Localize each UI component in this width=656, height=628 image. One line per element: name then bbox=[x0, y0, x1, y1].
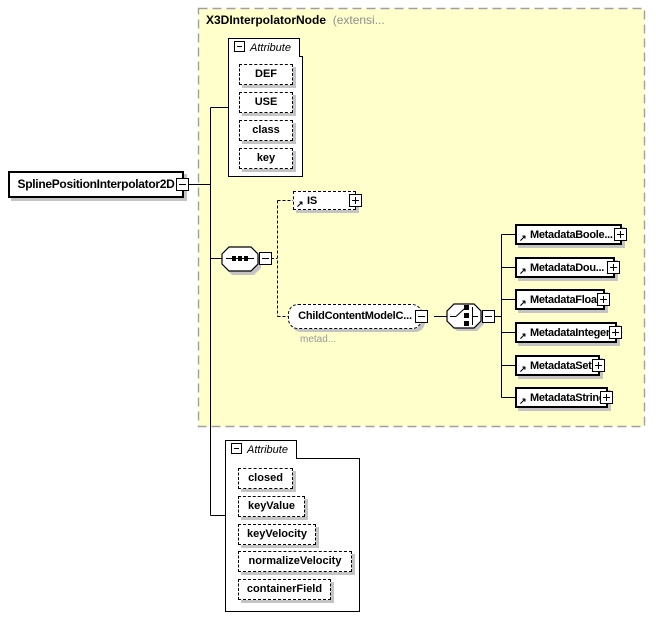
reference-arrow-icon: ↗ bbox=[519, 396, 527, 406]
attribute-label: keyValue bbox=[247, 500, 296, 512]
sequence-collapse-icon[interactable] bbox=[259, 252, 272, 265]
element-MetadataSet[interactable]: ↗ MetadataSet bbox=[515, 355, 605, 376]
element-label: IS bbox=[307, 194, 317, 207]
element-SplinePositionInterpolator2D[interactable]: SplinePositionInterpolator2D bbox=[8, 171, 189, 198]
attribute-containerField[interactable]: containerField bbox=[238, 579, 331, 600]
attribute-label: closed bbox=[248, 472, 283, 484]
element-MetadataString[interactable]: ↗ MetadataString bbox=[515, 387, 613, 408]
attribute-label: containerField bbox=[246, 583, 323, 595]
solid-connectors bbox=[184, 107, 515, 516]
attribute-keyVelocity[interactable]: keyVelocity bbox=[238, 524, 316, 545]
attribute-label: USE bbox=[254, 96, 278, 108]
reference-arrow-icon: ↗ bbox=[519, 298, 527, 308]
attribute-tab-label: Attribute bbox=[250, 42, 291, 54]
attribute-label: normalizeVelocity bbox=[248, 555, 342, 567]
element-MetadataBoolean[interactable]: ↗ MetadataBoole... bbox=[515, 224, 627, 245]
dashed-connectors bbox=[271, 200, 293, 317]
attribute-DEF[interactable]: DEF bbox=[239, 64, 293, 85]
group-ChildContentModel[interactable]: ChildContentModelC... bbox=[288, 304, 428, 329]
collapse-icon[interactable] bbox=[234, 41, 245, 52]
attribute-label: DEF bbox=[255, 68, 277, 80]
reference-arrow-icon: ↗ bbox=[519, 233, 527, 243]
reference-arrow-icon: ↗ bbox=[296, 199, 304, 209]
attribute-USE[interactable]: USE bbox=[239, 92, 293, 113]
element-MetadataDouble[interactable]: ↗ MetadataDou... bbox=[515, 257, 620, 278]
expand-icon[interactable] bbox=[597, 292, 610, 306]
expand-icon[interactable] bbox=[349, 193, 362, 207]
extension-header: X3DInterpolatorNode (extensi... bbox=[206, 13, 385, 27]
expand-icon[interactable] bbox=[607, 260, 620, 274]
sequence-compositor-icon[interactable] bbox=[221, 246, 259, 272]
element-label: SplinePositionInterpolator2D bbox=[17, 177, 175, 191]
extension-attribute-group-tab[interactable]: Attribute bbox=[228, 38, 300, 58]
attribute-keyValue[interactable]: keyValue bbox=[238, 496, 305, 517]
expand-icon[interactable] bbox=[614, 227, 627, 241]
expand-icon[interactable] bbox=[609, 325, 622, 339]
expand-icon[interactable] bbox=[600, 390, 613, 404]
element-IS[interactable]: ↗ IS bbox=[293, 191, 362, 210]
element-label: MetadataSet bbox=[530, 359, 592, 372]
attribute-label: key bbox=[256, 152, 276, 164]
element-label: MetadataInteger bbox=[530, 326, 610, 339]
attribute-label: keyVelocity bbox=[247, 528, 307, 540]
element-MetadataFloat[interactable]: ↗ MetadataFloat bbox=[515, 289, 610, 310]
group-label: ChildContentModelC... bbox=[298, 310, 412, 322]
element-label: MetadataFloat bbox=[530, 293, 601, 306]
choice-compositor-icon[interactable] bbox=[446, 303, 482, 329]
expand-icon[interactable] bbox=[592, 358, 605, 372]
extension-header-truncated: (extensi... bbox=[332, 13, 385, 27]
element-label: MetadataString bbox=[530, 391, 606, 404]
attribute-class[interactable]: class bbox=[239, 120, 293, 141]
attribute-key[interactable]: key bbox=[239, 148, 293, 169]
collapse-icon[interactable] bbox=[176, 177, 189, 191]
local-attribute-group-tab[interactable]: Attribute bbox=[225, 440, 297, 460]
reference-arrow-icon: ↗ bbox=[519, 364, 527, 374]
attribute-closed[interactable]: closed bbox=[238, 468, 293, 489]
reference-arrow-icon: ↗ bbox=[519, 331, 527, 341]
collapse-icon[interactable] bbox=[415, 309, 428, 323]
extension-base-type: X3DInterpolatorNode bbox=[206, 13, 327, 27]
collapse-icon[interactable] bbox=[231, 443, 242, 454]
element-label: MetadataDou... bbox=[530, 261, 605, 274]
element-MetadataInteger[interactable]: ↗ MetadataInteger bbox=[515, 322, 622, 343]
reference-arrow-icon: ↗ bbox=[519, 266, 527, 276]
attribute-tab-label: Attribute bbox=[247, 444, 288, 456]
attribute-normalizeVelocity[interactable]: normalizeVelocity bbox=[238, 551, 352, 572]
choice-collapse-icon[interactable] bbox=[482, 310, 495, 323]
group-annotation: metad... bbox=[300, 334, 337, 345]
attribute-label: class bbox=[252, 124, 280, 136]
element-label: MetadataBoole... bbox=[530, 228, 613, 241]
